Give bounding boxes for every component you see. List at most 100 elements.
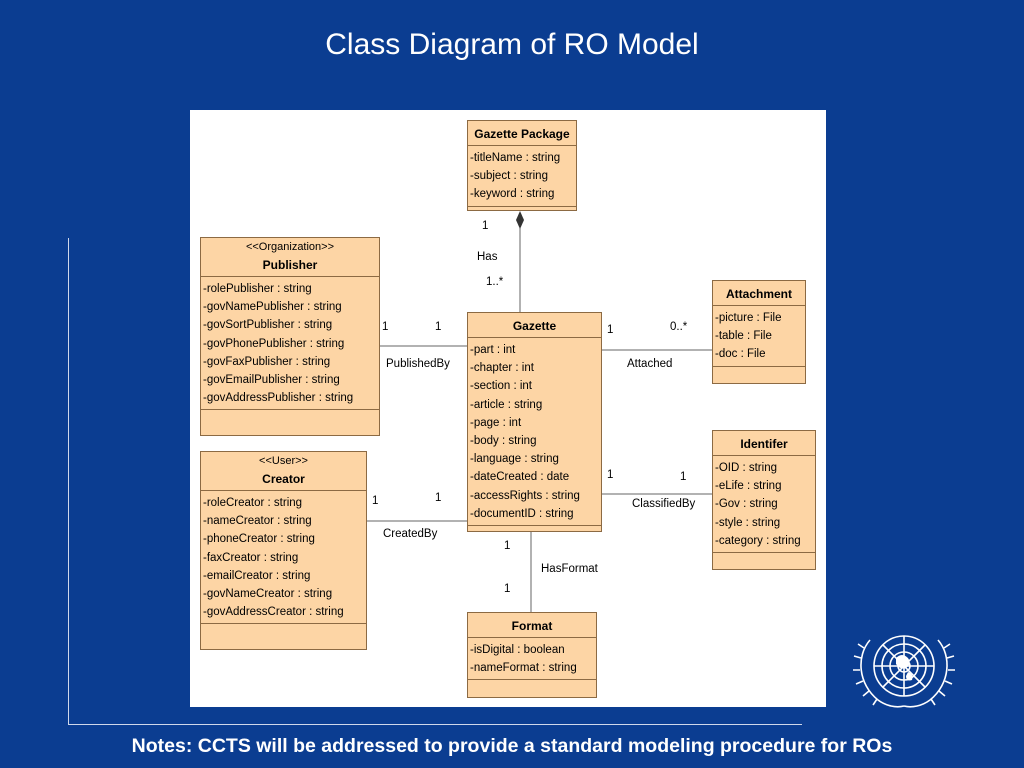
attribute: -govSortPublisher : string [203, 319, 333, 332]
class-header: <<Organization>> Publisher [201, 238, 379, 277]
class-gazette: Gazette -part : int -chapter : int -sect… [467, 312, 602, 532]
slide-notes: Notes: CCTS will be addressed to provide… [131, 735, 893, 757]
class-identifier: Identifer -OID : string -eLife : string … [712, 430, 816, 570]
attribute: -nameCreator : string [203, 515, 312, 528]
attribute: -chapter : int [470, 362, 534, 375]
class-operations [713, 553, 815, 563]
attribute: -emailCreator : string [203, 569, 311, 582]
association-label: HasFormat [541, 563, 598, 575]
attribute: -faxCreator : string [203, 551, 299, 564]
attribute: -govPhonePublisher : string [203, 337, 345, 350]
class-stereotype: <<Organization>> [245, 241, 335, 253]
composition-diamond-icon [516, 211, 524, 229]
attribute: -govNameCreator : string [203, 588, 333, 601]
class-name: Attachment [725, 287, 792, 301]
class-gazette-package: Gazette Package -titleName : string -sub… [467, 120, 577, 211]
class-header: Attachment [713, 281, 805, 306]
class-creator: <<User>> Creator -roleCreator : string -… [200, 451, 367, 650]
class-operations [713, 367, 805, 377]
attribute: -govAddressPublisher : string [203, 392, 354, 405]
attribute: -subject : string [470, 170, 548, 183]
attribute: -picture : File [715, 312, 782, 324]
multiplicity-label: 1 [607, 469, 614, 481]
class-header: Identifer [713, 431, 815, 456]
class-name: Format [511, 619, 553, 633]
attribute: -body : string [470, 435, 537, 448]
class-operations [468, 680, 596, 690]
frame-vertical-rule [68, 238, 69, 724]
class-stereotype: <<User>> [259, 455, 308, 467]
attribute: -nameFormat : string [470, 662, 577, 675]
attribute: -page : int [470, 416, 522, 429]
attribute: -article : string [470, 398, 543, 411]
class-format: Format -isDigital : boolean -nameFormat … [467, 612, 597, 698]
class-header: <<User>> Creator [201, 452, 366, 491]
multiplicity-label: 1 [435, 492, 442, 504]
attribute: -isDigital : boolean [470, 644, 565, 656]
class-operations [468, 526, 601, 536]
attribute: -keyword : string [470, 188, 555, 201]
attribute: -roleCreator : string [203, 497, 303, 509]
attribute: -dateCreated : date [470, 471, 570, 484]
attribute: -govFaxPublisher : string [203, 355, 331, 368]
attribute: -phoneCreator : string [203, 533, 315, 546]
class-operations [201, 410, 379, 420]
class-header: Gazette Package [468, 121, 576, 146]
class-name: Gazette [512, 319, 557, 333]
association-label: PublishedBy [386, 358, 450, 370]
multiplicity-label: 1 [680, 471, 687, 483]
multiplicity-label: 1 [607, 324, 614, 336]
multiplicity-label: 1 [382, 321, 389, 333]
class-attachment: Attachment -picture : File -table : File… [712, 280, 806, 384]
multiplicity-label: 1 [504, 540, 511, 552]
attribute: -part : int [470, 344, 516, 356]
multiplicity-label: 0..* [670, 321, 688, 333]
class-attributes: -part : int -chapter : int -section : in… [468, 338, 601, 527]
class-diagram: Gazette Package -titleName : string -sub… [190, 110, 826, 707]
attribute: -Gov : string [715, 498, 778, 511]
attribute: -language : string [470, 453, 559, 466]
association-lines [367, 211, 712, 612]
multiplicity-label: 1 [482, 220, 489, 232]
attribute: -style : string [715, 516, 781, 529]
association-label: Attached [627, 358, 673, 370]
class-publisher: <<Organization>> Publisher -rolePublishe… [200, 237, 380, 436]
class-attributes: -isDigital : boolean -nameFormat : strin… [468, 638, 596, 681]
attribute: -category : string [715, 534, 801, 547]
class-name: Gazette Package [474, 127, 570, 141]
slide-title: Class Diagram of RO Model [325, 28, 699, 61]
multiplicity-label: 1 [435, 321, 442, 333]
association-label: Has [477, 251, 498, 263]
multiplicity-label: 1 [504, 583, 511, 595]
attribute: -rolePublisher : string [203, 283, 312, 295]
attribute: -eLife : string [715, 480, 782, 493]
class-operations [201, 624, 366, 634]
attribute: -documentID : string [470, 507, 574, 520]
class-attributes: -rolePublisher : string -govNamePublishe… [201, 277, 379, 411]
multiplicity-label: 1 [372, 495, 379, 507]
attribute: -table : File [715, 330, 772, 343]
class-attributes: -picture : File -table : File -doc : Fil… [713, 306, 805, 367]
attribute: -doc : File [715, 348, 766, 361]
association-label: ClassifiedBy [632, 498, 696, 510]
attribute: -govEmailPublisher : string [203, 374, 340, 387]
multiplicity-label: 1..* [486, 276, 504, 288]
class-attributes: -titleName : string -subject : string -k… [468, 146, 576, 207]
attribute: -govAddressCreator : string [203, 606, 344, 619]
association-label: CreatedBy [383, 528, 438, 540]
class-operations [468, 207, 576, 217]
class-name: Creator [262, 472, 305, 486]
class-attributes: -roleCreator : string -nameCreator : str… [201, 491, 366, 625]
class-header: Format [468, 613, 596, 638]
attribute: -titleName : string [470, 152, 561, 164]
un-emblem-icon [853, 635, 955, 708]
attribute: -accessRights : string [470, 489, 580, 502]
class-name: Identifer [740, 437, 788, 451]
class-header: Gazette [468, 313, 601, 338]
frame-horizontal-rule [68, 724, 802, 725]
attribute: -section : int [470, 380, 532, 393]
class-attributes: -OID : string -eLife : string -Gov : str… [713, 456, 815, 554]
class-name: Publisher [262, 258, 318, 272]
attribute: -OID : string [715, 462, 777, 474]
attribute: -govNamePublisher : string [203, 301, 342, 314]
